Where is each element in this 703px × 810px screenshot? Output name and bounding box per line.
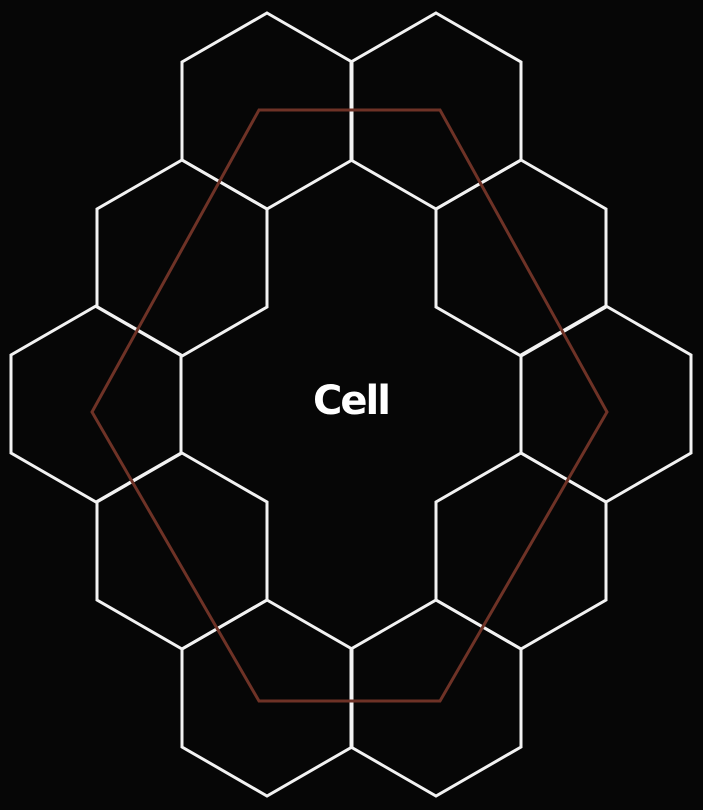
neighborhood-outline bbox=[90, 108, 609, 703]
center-label: Cell bbox=[313, 378, 389, 424]
surrounding-hexagons bbox=[9, 11, 693, 798]
neighbor-hexagon-10 bbox=[349, 598, 523, 798]
